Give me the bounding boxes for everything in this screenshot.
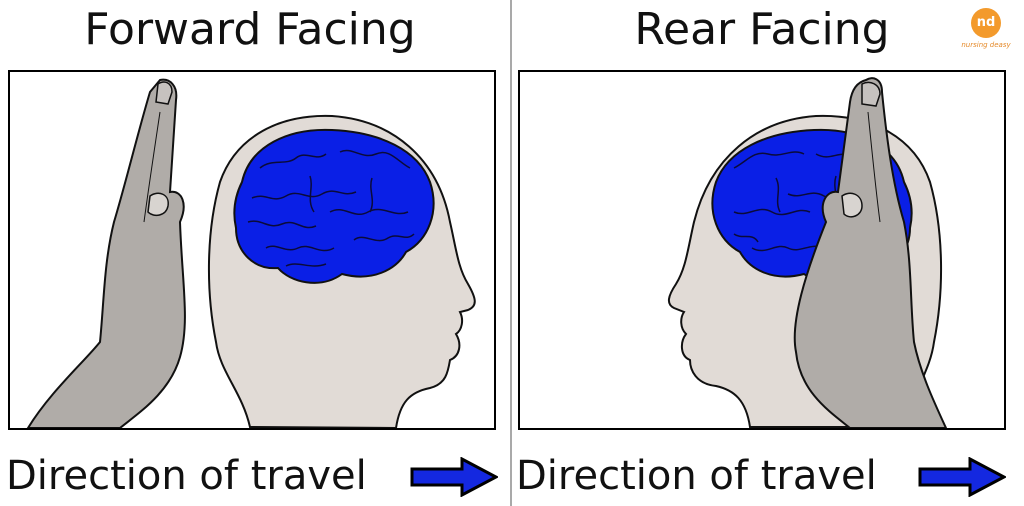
rear-facing-illustration (668, 77, 948, 428)
forward-facing-panel (8, 70, 496, 430)
forward-facing-title: Forward Facing (84, 4, 416, 55)
center-divider (510, 0, 512, 506)
thumb-detail (147, 192, 169, 217)
hand-illustration (26, 78, 186, 428)
forward-facing-illustration (26, 78, 476, 428)
rear-facing-panel (518, 70, 1006, 430)
fingernail-icon (861, 81, 881, 107)
thumb-detail (841, 192, 863, 218)
forward-direction-caption: Direction of travel (6, 453, 367, 499)
logo-wordmark: nursing deasy (961, 41, 1011, 49)
rear-facing-title: Rear Facing (634, 4, 890, 55)
hand-illustration (793, 77, 948, 428)
logo-mark: nd (971, 8, 1001, 38)
nursing-deasy-logo: nd nursing deasy (950, 8, 1022, 60)
fingernail-icon (155, 81, 173, 105)
brain-illustration (233, 128, 435, 284)
right-arrow-icon (918, 457, 1006, 497)
rear-direction-caption: Direction of travel (516, 453, 877, 499)
right-arrow-icon (410, 457, 498, 497)
